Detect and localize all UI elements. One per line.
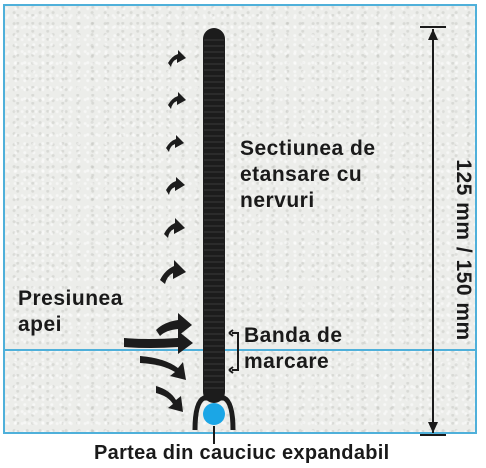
sealing-section-label-line: nervuri xyxy=(240,189,315,212)
marker-band-label: Banda de marcare xyxy=(244,323,343,375)
water-arrow xyxy=(124,331,193,354)
sealing-section-label-line: etansare cu xyxy=(240,163,363,186)
bulb-cradle xyxy=(192,395,236,431)
water-arrow xyxy=(156,386,183,412)
water-arrow xyxy=(168,50,186,67)
sealing-section-label-line: Sectiunea de xyxy=(240,137,376,160)
water-arrow xyxy=(160,260,186,284)
water-pressure-arrows xyxy=(124,50,193,412)
dimension-line xyxy=(420,26,446,436)
water-arrow xyxy=(140,356,186,380)
profile-body xyxy=(203,28,225,403)
marker-band-label-line: marcare xyxy=(244,350,330,373)
waterstop-profile xyxy=(192,28,236,431)
water-arrow xyxy=(166,135,184,152)
profile-ribs xyxy=(204,39,224,389)
water-arrow xyxy=(166,177,185,195)
water-arrow xyxy=(164,218,185,238)
water-pressure-label-line: apei xyxy=(18,313,63,336)
expandable-rubber-label: Partea din cauciuc expandabil xyxy=(94,442,390,464)
diagram-panel xyxy=(3,4,477,434)
water-pressure-label-line: Presiunea xyxy=(18,287,123,310)
water-arrow xyxy=(156,313,192,336)
marker-band-bracket xyxy=(228,329,239,374)
dimension-label: 125 mm / 150 mm xyxy=(452,159,475,341)
sealing-section-label: Sectiunea de etansare cu nervuri xyxy=(240,136,376,214)
expandable-rubber-bulb xyxy=(203,403,225,425)
water-arrow xyxy=(168,92,186,109)
marker-band-label-line: Banda de xyxy=(244,324,343,347)
water-pressure-label: Presiunea apei xyxy=(18,286,123,338)
